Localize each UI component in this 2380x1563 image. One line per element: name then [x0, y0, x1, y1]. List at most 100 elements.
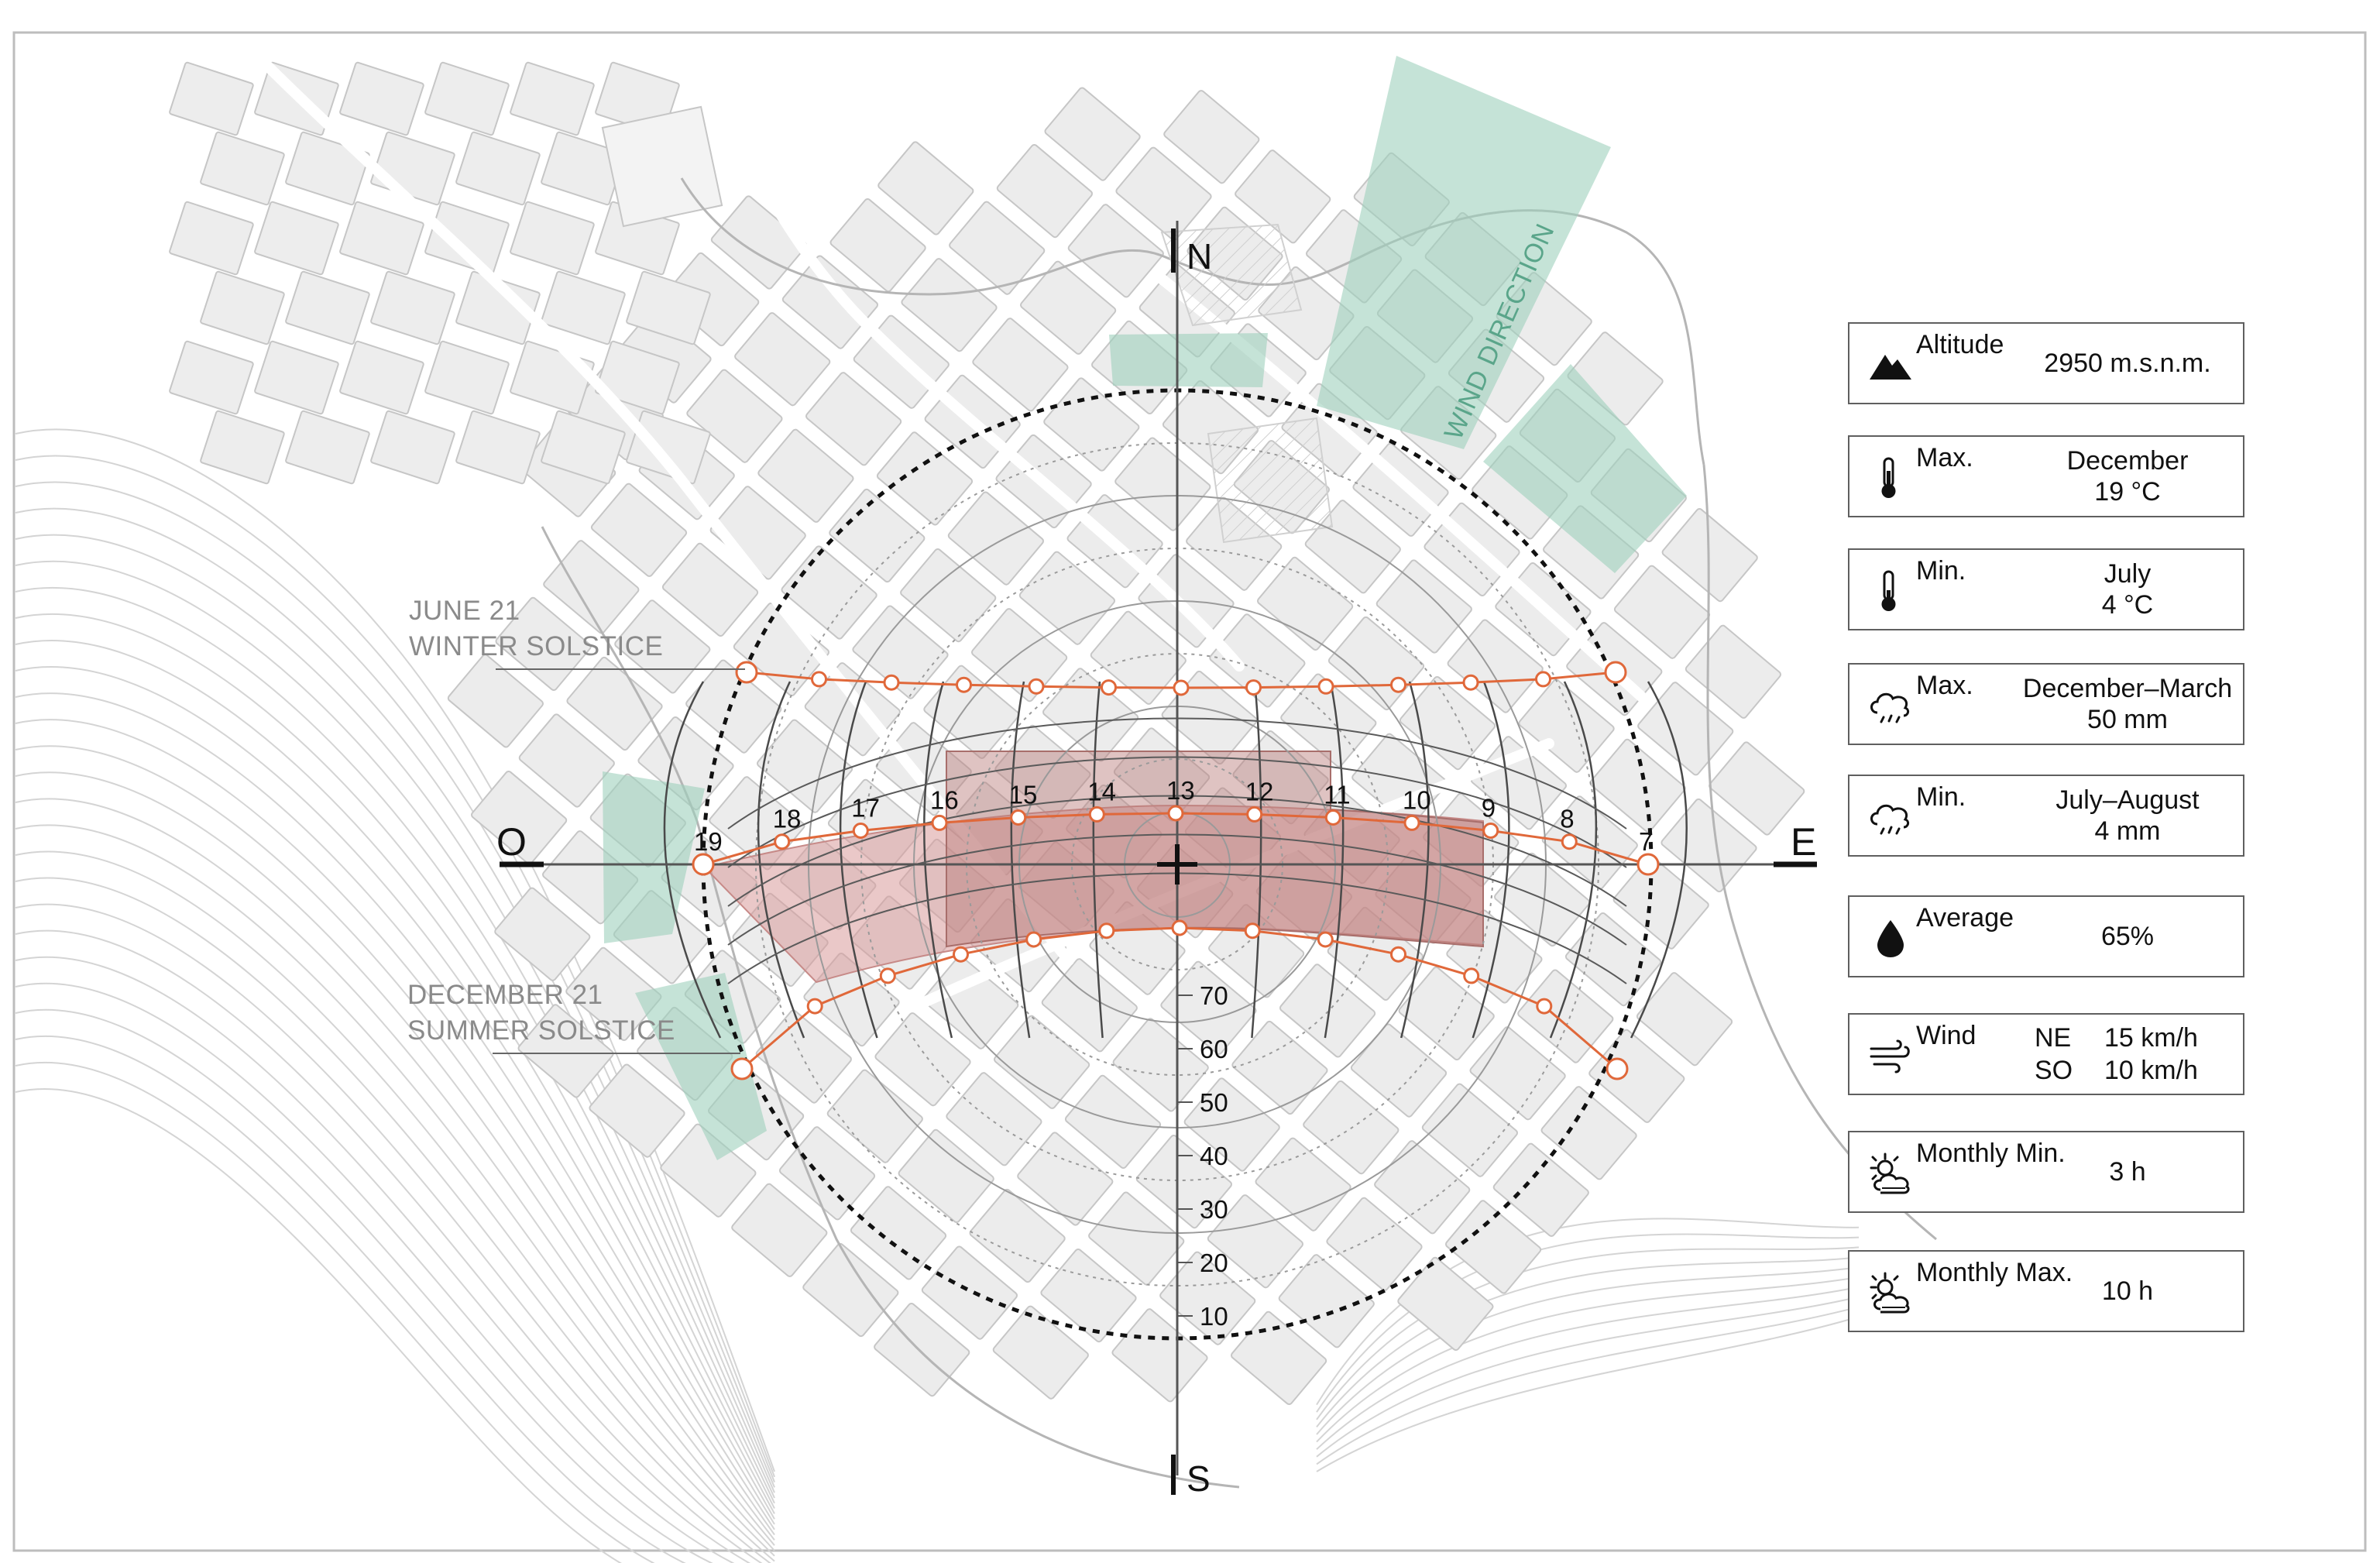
- city-block: [829, 488, 926, 583]
- hour-label: 10: [1403, 785, 1431, 814]
- humidity-value: 65%: [2100, 922, 2155, 951]
- city-block: [1397, 1256, 1494, 1352]
- city-block: [285, 410, 370, 485]
- hour-line: [1399, 681, 1430, 1039]
- city-block: [1613, 565, 1711, 659]
- hour-line: [1324, 681, 1345, 1039]
- rain-max-label: Max.: [1916, 671, 1973, 700]
- city-block: [946, 1072, 1042, 1166]
- city-block: [424, 61, 510, 136]
- city-block: [922, 955, 1019, 1049]
- city-block: [1111, 1308, 1208, 1403]
- sun-position-point: [1403, 814, 1420, 831]
- city-block: [1445, 1200, 1542, 1294]
- city-block: [1469, 1026, 1566, 1121]
- city-block: [1064, 1074, 1162, 1170]
- city-block: [781, 255, 878, 349]
- city-block: [1044, 87, 1141, 181]
- contour-line: [1316, 1276, 1860, 1443]
- contour-line: [15, 507, 775, 1488]
- city-block: [566, 656, 663, 751]
- hatched-area: [1160, 223, 1303, 327]
- city-block: [1279, 964, 1376, 1058]
- city-block: [1589, 738, 1686, 833]
- contour-line: [15, 692, 775, 1525]
- info-wind: Wind NE 15 km/h SO 10 km/h: [1848, 1013, 2244, 1095]
- sun-position-point: [1636, 853, 1660, 876]
- sun-position-point: [1245, 679, 1262, 696]
- contour-line: [15, 560, 775, 1499]
- city-block: [339, 201, 424, 276]
- city-block: [1398, 966, 1495, 1061]
- june-solstice-date: JUNE 21: [409, 596, 520, 626]
- contour-line: [15, 824, 775, 1551]
- north-label: N: [1187, 236, 1212, 277]
- city-block: [517, 1004, 614, 1098]
- wind-zone-northeast: [1483, 364, 1687, 573]
- hour-line: [1092, 681, 1104, 1039]
- sun-position-point: [956, 676, 972, 693]
- thermometer-icon: [1881, 570, 1896, 611]
- rain-min-month: July–August: [2055, 785, 2200, 815]
- june-solstice-annotation: JUNE 21 WINTER SOLSTICE: [409, 596, 745, 670]
- hour-line: [757, 681, 805, 1039]
- info-sun-min: Monthly Min. 3 h: [1848, 1131, 2244, 1213]
- city-block: [589, 1063, 685, 1158]
- hour-label: 9: [1482, 794, 1496, 823]
- contour-line: [15, 982, 735, 1563]
- info-rain-max: Max. December–March 50 mm: [1848, 663, 2244, 745]
- sun-position-point: [1317, 678, 1334, 695]
- city-block: [1235, 149, 1331, 244]
- sun-position-point: [1463, 967, 1480, 984]
- hour-label: 14: [1087, 777, 1116, 806]
- sun-position-point: [1317, 931, 1334, 948]
- city-block: [518, 713, 615, 808]
- sun-position-point: [1462, 674, 1479, 691]
- contour-line: [15, 798, 775, 1546]
- sun-position-point: [1010, 809, 1027, 826]
- info-temp-min: Min. July 4 °C: [1848, 548, 2244, 630]
- sun-position-point: [1028, 678, 1045, 695]
- city-block: [755, 1009, 852, 1104]
- december-solstice-name: SUMMER SOLSTICE: [407, 1015, 675, 1046]
- city-block: [370, 410, 455, 485]
- contour-line: [1316, 1316, 1860, 1472]
- december-solstice-date: DECEMBER 21: [407, 980, 603, 1010]
- contour-line: [15, 613, 775, 1510]
- partly-cloudy-icon: [1870, 1272, 1910, 1314]
- city-block: [661, 542, 759, 637]
- sun-position-point: [1171, 919, 1188, 936]
- wind-zone-small: [1109, 333, 1268, 387]
- temp-min-label: Min.: [1916, 556, 1966, 586]
- temp-min-value: 4 °C: [2101, 590, 2154, 620]
- city-block: [994, 724, 1091, 819]
- city-block: [510, 201, 595, 276]
- city-block: [1114, 437, 1211, 531]
- sun-position-point: [1606, 1057, 1629, 1080]
- altitude-label: 50: [1200, 1088, 1228, 1117]
- sun-position-point: [1173, 679, 1190, 696]
- city-block: [1207, 1194, 1303, 1289]
- wind-label: Wind: [1916, 1021, 1976, 1050]
- city-block: [1517, 969, 1614, 1063]
- wind-speed-1: 15 km/h: [2104, 1023, 2198, 1053]
- sun-position-point: [1167, 805, 1184, 822]
- wind-zone-southwest: [635, 973, 767, 1160]
- hour-line: [839, 681, 878, 1039]
- thermometer-icon: [1881, 457, 1896, 498]
- contour-line: [15, 455, 775, 1478]
- altitude-label: 40: [1200, 1142, 1228, 1170]
- hour-label: 16: [930, 785, 959, 814]
- sun-position-point: [1561, 833, 1578, 850]
- city-block: [734, 312, 831, 407]
- hour-label: 19: [694, 827, 723, 856]
- hatched-area: [1207, 417, 1334, 544]
- altitude-label: 20: [1200, 1249, 1228, 1277]
- info-rain-min: Min. July–August 4 mm: [1848, 775, 2244, 857]
- city-block: [1135, 1134, 1232, 1229]
- december-solstice-annotation: DECEMBER 21 SUMMER SOLSTICE: [407, 980, 740, 1054]
- city-block: [686, 369, 783, 463]
- city-block: [494, 887, 591, 981]
